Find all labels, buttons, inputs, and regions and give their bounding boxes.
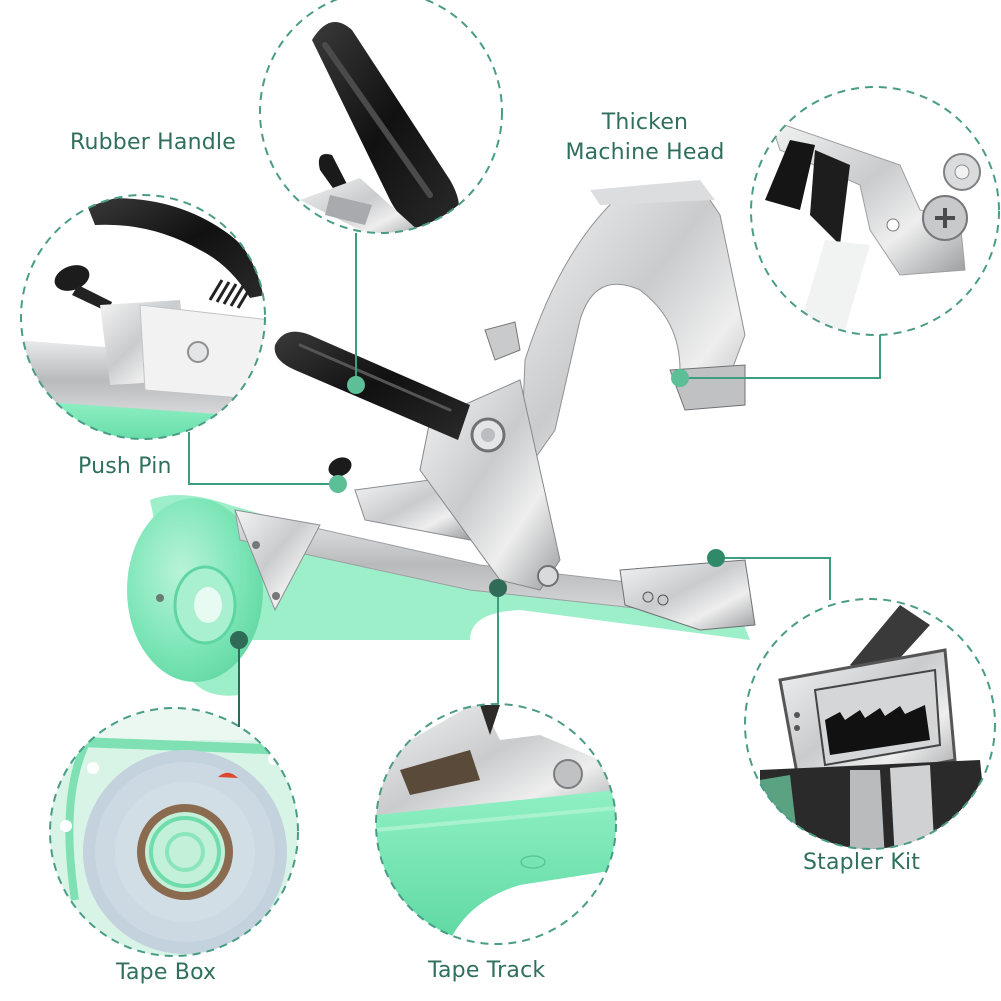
rubber-handle-marker-dot xyxy=(347,376,365,394)
label-tape-track: Tape Track xyxy=(428,958,546,983)
machine-head-marker-dot xyxy=(671,369,689,387)
detail-circle-stapler-kit xyxy=(744,598,996,850)
detail-circle-tape-box xyxy=(49,707,299,957)
detail-circle-rubber-handle xyxy=(259,0,503,234)
label-thicken-machine-head: Thicken Machine Head xyxy=(560,108,730,168)
callout-connectors xyxy=(188,233,881,727)
detail-circle-tape-track xyxy=(375,703,617,945)
tapener-tool-main xyxy=(127,180,756,696)
detail-circle-machine-head xyxy=(750,86,1000,336)
label-stapler-kit: Stapler Kit xyxy=(803,850,921,875)
label-tape-box: Tape Box xyxy=(116,960,217,985)
label-thicken-line1: Thicken xyxy=(601,110,689,135)
stapler-kit-marker-dot xyxy=(707,549,725,567)
label-thicken-line2: Machine Head xyxy=(565,140,725,165)
tape-box-marker-dot xyxy=(230,631,248,649)
tape-track-marker-dot xyxy=(489,579,507,597)
detail-circle-push-pin xyxy=(20,194,266,440)
push-pin-marker-dot xyxy=(329,475,347,493)
label-rubber-handle: Rubber Handle xyxy=(70,130,236,155)
label-push-pin: Push Pin xyxy=(78,454,172,479)
